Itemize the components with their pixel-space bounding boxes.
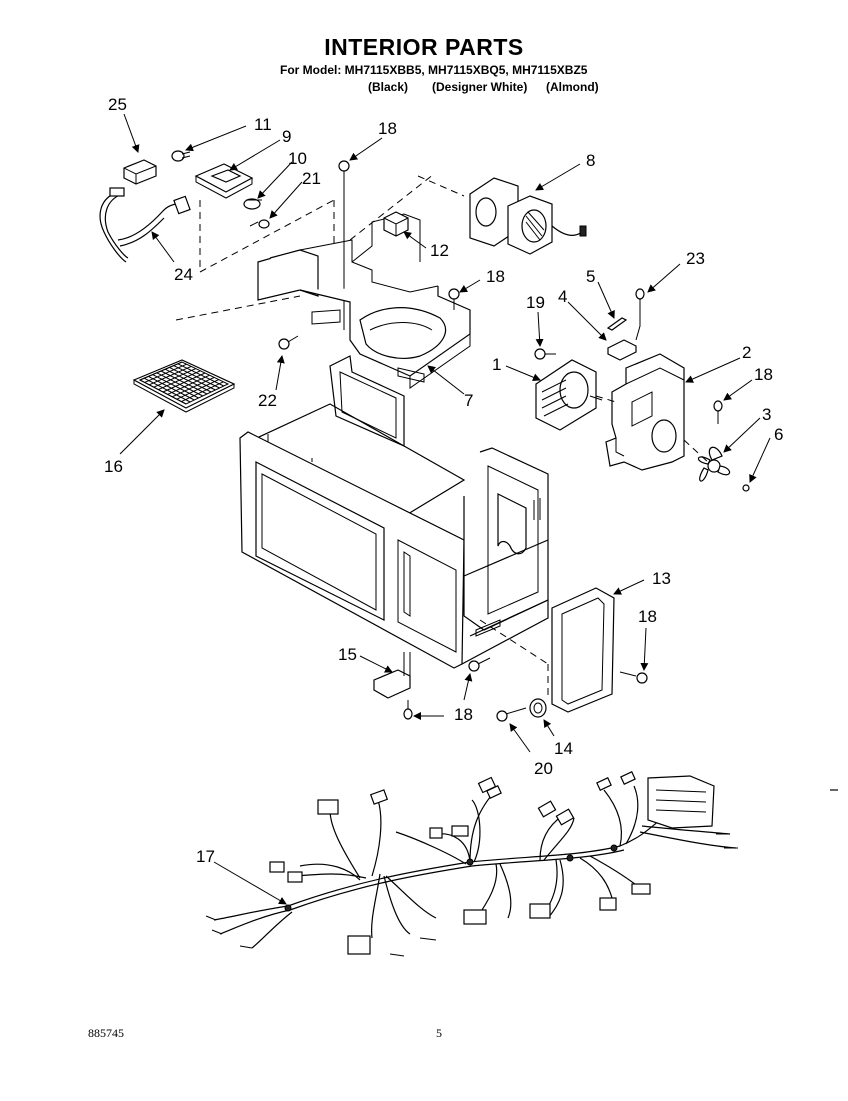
callout-18-a: 18	[378, 119, 397, 138]
part-18-screw-bottom	[403, 700, 413, 720]
part-2-fan-shroud	[605, 353, 685, 471]
part-21-screw	[249, 219, 270, 229]
color-black: (Black)	[368, 80, 409, 94]
part-13-choke-frame	[479, 587, 615, 713]
part-19-screw	[534, 348, 556, 360]
part-20-screw	[496, 707, 527, 722]
callout-9: 9	[282, 127, 291, 146]
part-25-connector	[123, 159, 157, 185]
callout-12: 12	[430, 241, 449, 260]
callout-18-c: 18	[754, 365, 773, 384]
part-18-screw-upper	[338, 160, 350, 330]
part-22-screw	[278, 335, 299, 350]
page-title: INTERIOR PARTS	[324, 34, 524, 60]
part-4-clip	[607, 339, 637, 361]
part-18-screw-mid	[448, 288, 460, 310]
part-18-screw-shroud	[713, 400, 723, 424]
callout-18-d: 18	[638, 607, 657, 626]
callout-18-e: 18	[454, 705, 473, 724]
callout-22: 22	[258, 391, 277, 410]
callout-20: 20	[534, 759, 553, 778]
part-7-duct-assembly	[257, 213, 471, 389]
part-12-thermal-switch	[383, 211, 409, 237]
part-17-wire-harness	[205, 771, 738, 957]
callout-4: 4	[558, 287, 567, 306]
part-8-blower-motor	[349, 173, 587, 255]
callout-1: 1	[492, 355, 501, 374]
callout-labels: 25 11 9 10 21 18 8 12 18 24 23 5 4 19 1 …	[104, 95, 783, 866]
model-list: For Model: MH7115XBB5, MH7115XBQ5, MH711…	[280, 63, 588, 77]
callout-5: 5	[586, 267, 595, 286]
callout-3: 3	[762, 405, 771, 424]
part-11-screw	[171, 150, 191, 162]
callout-10: 10	[288, 149, 307, 168]
part-10-lamp	[243, 198, 262, 210]
callout-7: 7	[464, 391, 473, 410]
leader-lines	[119, 113, 771, 905]
callout-8: 8	[586, 151, 595, 170]
callout-11: 11	[254, 115, 272, 134]
callout-18-b: 18	[486, 267, 505, 286]
callout-2: 2	[742, 343, 751, 362]
part-6-clip	[742, 484, 750, 492]
callout-24: 24	[174, 265, 193, 284]
oven-cavity	[239, 355, 549, 669]
callout-21: 21	[302, 169, 321, 188]
color-designer-white: (Designer White)	[432, 80, 528, 94]
part-5-pin	[606, 317, 628, 331]
page-number: 5	[436, 1026, 442, 1040]
color-almond: (Almond)	[546, 80, 599, 94]
callout-14: 14	[554, 739, 573, 758]
callout-23: 23	[686, 249, 705, 268]
callout-16: 16	[104, 457, 123, 476]
part-16-grease-filter	[132, 359, 236, 413]
part-23-screw	[635, 288, 645, 341]
part-15-bracket	[373, 652, 411, 699]
callout-13: 13	[652, 569, 671, 588]
part-9-lamp-socket	[194, 163, 254, 199]
document-number: 885745	[88, 1026, 124, 1040]
part-18-screw-floor	[468, 657, 491, 672]
callout-25: 25	[108, 95, 127, 114]
part-1-magnetron	[535, 359, 603, 431]
callout-19: 19	[526, 293, 545, 312]
part-3-fan-blade	[697, 446, 731, 482]
callout-6: 6	[774, 425, 783, 444]
part-18-screw-right	[619, 671, 648, 684]
part-24-wire-lead	[99, 187, 191, 263]
callout-15: 15	[338, 645, 357, 664]
part-14-thermostat	[529, 698, 547, 718]
callout-17: 17	[196, 847, 215, 866]
